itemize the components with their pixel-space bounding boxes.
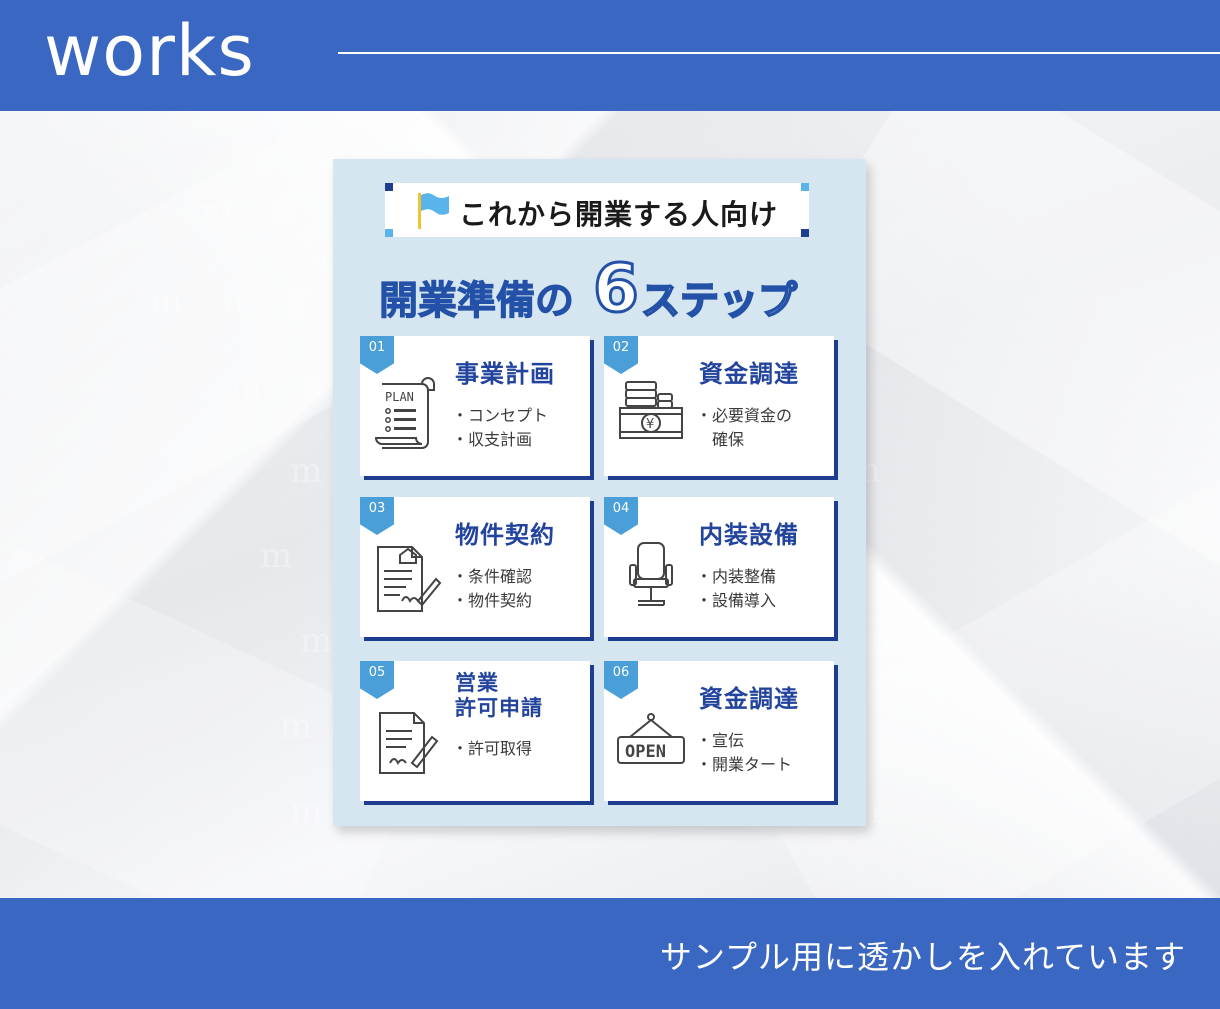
plan-scroll-icon: PLAN [374,377,435,449]
bullet: ・設備導入 [696,591,777,610]
bullet: ・収支計画 [452,430,533,449]
step-number: 06 [604,661,638,699]
step-card-06: 06 OPEN 資金調達 ・宣伝 ・開業タート [604,661,834,801]
target-tag: これから開業する人向け [385,183,809,237]
open-label: OPEN [625,742,666,762]
step-bullets: ・宣伝 ・開業タート [696,729,832,777]
step-title: 内装設備 [699,521,799,549]
step-number: 05 [360,661,394,699]
title-number: 6 [592,249,641,329]
corner-mark [801,229,809,237]
step-card-01: 01 PLAN 事業計画 ・コンセプト ・収支計画 [360,336,590,476]
step-title-line1: 営業 [455,671,499,695]
corner-mark [385,229,393,237]
step-card-03: 03 物件契約 ・条件確認 ・物件契約 [360,497,590,637]
step-bullets: ・コンセプト ・収支計画 [452,404,588,452]
bullet: ・開業タート [696,755,793,774]
step-title: 資金調達 [699,685,799,713]
step-number: 04 [604,497,638,535]
open-sign-icon: OPEN [617,713,685,764]
main-title: 開業準備の 6 ステップ [378,249,829,329]
step-title-line2: 許可申請 [455,696,543,720]
step-card-05: 05 営業 許可申請 ・許可取得 [360,661,590,801]
page-title: works [44,10,255,92]
plan-label: PLAN [385,390,414,404]
step-title: 事業計画 [455,360,555,388]
bullet: 確保 [696,430,745,449]
step-card-04: 04 内装設備 ・内装整備 ・設備導入 [604,497,834,637]
application-form-icon [379,712,439,774]
header-divider [338,52,1220,54]
header-band: works [0,0,1220,111]
title-part2: ステップ [640,278,798,325]
bullet: ・コンセプト [452,406,549,425]
yen-sign: ¥ [646,417,654,432]
bullet: ・条件確認 [452,567,533,586]
money-stack-icon: ¥ [619,381,683,439]
watermark-notice: サンプル用に透かしを入れています [659,938,1186,976]
step-number: 03 [360,497,394,535]
bullet: ・内装整備 [696,567,777,586]
bullet: ・許可取得 [452,739,533,758]
step-title: 資金調達 [699,360,799,388]
step-bullets: ・条件確認 ・物件契約 [452,565,588,613]
title-part1: 開業準備の [378,279,575,325]
step-bullets: ・許可取得 [452,737,588,761]
corner-mark [801,183,809,191]
bullet: ・必要資金の [696,406,793,425]
step-number: 01 [360,336,394,374]
flag-icon [418,193,449,229]
bullet: ・物件契約 [452,591,533,610]
flyer: これから開業する人向け 開業準備の 6 ステップ 01 PLAN 事業計画 ・コ… [333,159,866,826]
corner-mark [385,183,393,191]
footer-band: サンプル用に透かしを入れています [0,898,1220,1009]
contract-document-icon [377,546,442,612]
step-title: 物件契約 [455,521,555,549]
step-bullets: ・内装整備 ・設備導入 [696,565,832,613]
step-card-02: 02 ¥ 資金調達 ・必要資金の 確保 [604,336,834,476]
step-bullets: ・必要資金の 確保 [696,404,832,452]
bullet: ・宣伝 [696,731,745,750]
step-title: 営業 許可申請 [455,671,585,721]
step-number: 02 [604,336,638,374]
tag-text: これから開業する人向け [459,198,779,231]
chair-icon [629,542,673,606]
